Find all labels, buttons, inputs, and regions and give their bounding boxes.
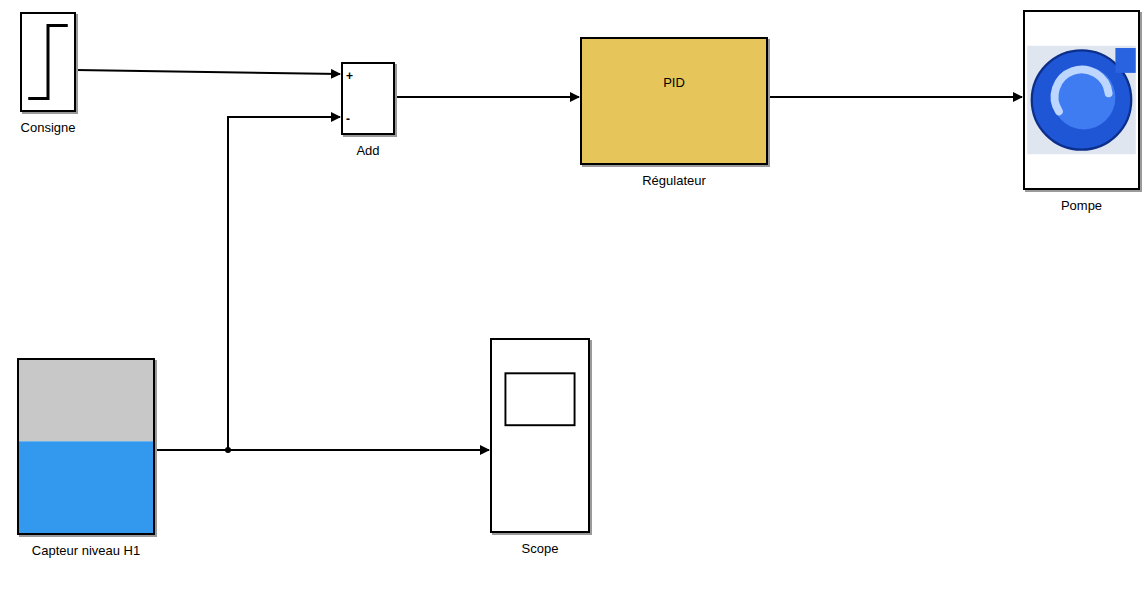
signal-line — [768, 96, 1022, 98]
signal-line — [395, 96, 579, 98]
block-label: Scope — [522, 541, 559, 556]
block-label: Add — [356, 143, 379, 158]
block-label: Capteur niveau H1 — [32, 543, 140, 558]
step-icon — [22, 14, 74, 110]
step-block: Consigne — [20, 12, 76, 112]
sum-block: +-Add — [341, 62, 395, 135]
signal-line — [76, 70, 340, 74]
scope-block: Scope — [490, 338, 590, 533]
block-label: Pompe — [1061, 198, 1102, 213]
block-text: PID — [582, 75, 766, 90]
pid-block: PIDRégulateur — [580, 37, 768, 165]
signal-line — [155, 117, 340, 450]
port-sign: - — [346, 113, 350, 125]
tank-icon — [19, 360, 153, 533]
tank-block: Capteur niveau H1 — [17, 358, 155, 535]
port-sign: + — [346, 70, 353, 82]
pump-icon — [1025, 12, 1138, 188]
pump-block: Pompe — [1023, 10, 1140, 190]
scope-icon — [492, 340, 588, 531]
block-label: Régulateur — [642, 173, 706, 188]
signal-line — [155, 449, 489, 451]
block-label: Consigne — [21, 120, 76, 135]
